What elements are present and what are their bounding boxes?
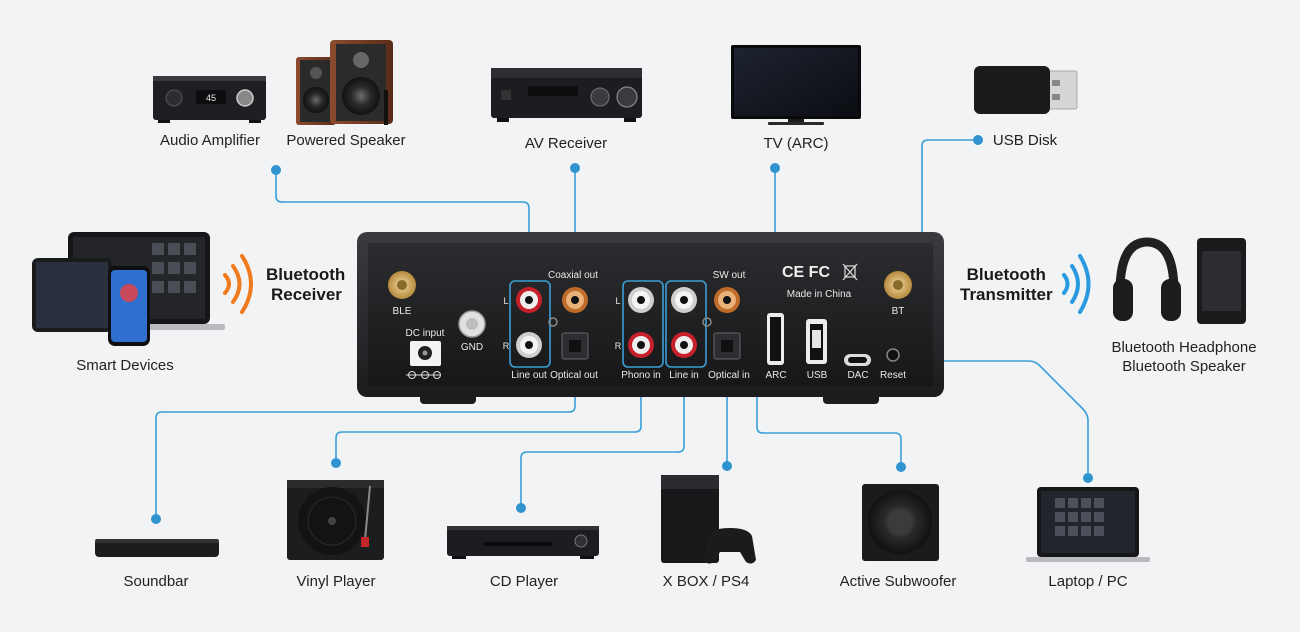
label-cd-player: CD Player (489, 573, 559, 590)
label-powered-speaker: Powered Speaker (286, 132, 406, 149)
usb-disk-image (974, 66, 1078, 114)
label-bt-headphone: Bluetooth Headphone (1111, 339, 1257, 356)
sw-out-jack (714, 287, 740, 313)
label-xbox-ps4: X BOX / PS4 (662, 573, 750, 590)
soundbar-image (95, 539, 219, 557)
dac-usbc-port (844, 354, 871, 366)
bt-speaker-image (1197, 238, 1246, 324)
bluetooth-receiver-line1: Bluetooth (266, 265, 346, 284)
subwoofer-image (862, 484, 939, 561)
label-av-receiver: AV Receiver (524, 135, 608, 152)
game-console-image (661, 475, 756, 564)
label-bt-speaker: Bluetooth Speaker (1122, 358, 1246, 375)
label-audio-amplifier: Audio Amplifier (159, 132, 261, 149)
panel-label-usb: USB (807, 370, 828, 381)
panel-cert-marks: CE FC (782, 264, 830, 281)
bluetooth-receiver-line2: Receiver (271, 285, 342, 304)
audio-amplifier-image: 45 (153, 76, 266, 123)
rear-panel: BLE BT DC input GND Coaxial out SW out L… (357, 232, 944, 404)
label-soundbar: Soundbar (123, 573, 189, 590)
panel-label-ble: BLE (393, 306, 412, 317)
panel-label-sw-out: SW out (713, 270, 746, 281)
ble-antenna-connector (388, 271, 416, 299)
bt-antenna-connector (884, 271, 912, 299)
panel-label-coaxial-out: Coaxial out (548, 270, 598, 281)
optical-in-port (713, 332, 741, 360)
bluetooth-transmitter-title: Bluetooth Transmitter (960, 265, 1053, 305)
bt-headphone-image (1113, 237, 1181, 321)
line-laptop-to-dac (858, 360, 1089, 477)
line-in-jacks (671, 287, 697, 358)
line-soundbar-to-lineout (155, 392, 576, 518)
laptop-image (1026, 487, 1150, 562)
bluetooth-transmitter-waves (1062, 254, 1091, 314)
line-vinyl-to-phono (335, 392, 642, 462)
panel-label-arc: ARC (765, 370, 786, 381)
label-active-subwoofer: Active Subwoofer (839, 573, 957, 590)
line-amplifier-to-lineout (275, 172, 530, 282)
connector-lines (155, 139, 1089, 518)
line-subwoofer-to-swout (756, 312, 902, 466)
panel-label-phono-in: Phono in (621, 370, 660, 381)
panel-label-reset: Reset (880, 370, 906, 381)
weee-icon (842, 263, 858, 281)
bluetooth-transmitter-line2: Transmitter (960, 285, 1053, 304)
usb-port (806, 319, 827, 364)
panel-label-dc-input: DC input (406, 328, 445, 339)
phono-in-jacks (628, 287, 654, 358)
panel-label-line-out: Line out (511, 370, 547, 381)
bluetooth-receiver-title: Bluetooth Receiver (266, 265, 345, 305)
panel-label-bt: BT (892, 306, 905, 317)
smart-devices-image (32, 232, 225, 346)
label-vinyl-player: Vinyl Player (296, 573, 376, 590)
label-laptop-pc: Laptop / PC (1048, 573, 1128, 590)
connector-dots (151, 135, 1093, 524)
bluetooth-receiver-waves (223, 254, 253, 314)
panel-ch-l-phono: L (615, 296, 620, 306)
cd-player-image (447, 526, 599, 559)
powered-speaker-image (296, 40, 393, 125)
coaxial-out-jack (562, 287, 588, 313)
label-usb-disk: USB Disk (992, 132, 1058, 149)
tv-image (731, 45, 861, 125)
line-cd-to-linein (520, 392, 685, 507)
panel-label-optical-out: Optical out (550, 370, 598, 381)
bluetooth-transmitter-line1: Bluetooth (966, 265, 1046, 284)
optical-out-port (561, 332, 589, 360)
panel-ch-l-lineout: L (503, 296, 508, 306)
panel-label-gnd: GND (461, 342, 483, 353)
label-smart-devices: Smart Devices (76, 357, 174, 374)
vinyl-player-image (287, 480, 384, 560)
amp-display-value: 45 (206, 93, 216, 103)
panel-label-made-in: Made in China (787, 289, 852, 300)
line-out-jacks (516, 287, 542, 358)
hdmi-arc-port (767, 313, 784, 365)
panel-ch-r-phono: R (615, 341, 622, 351)
panel-label-optical-in: Optical in (708, 370, 750, 381)
av-receiver-image (491, 68, 642, 122)
panel-ch-r-lineout: R (503, 341, 510, 351)
panel-label-dac: DAC (847, 370, 868, 381)
panel-label-line-in: Line in (669, 370, 698, 381)
label-tv: TV (ARC) (763, 135, 829, 152)
